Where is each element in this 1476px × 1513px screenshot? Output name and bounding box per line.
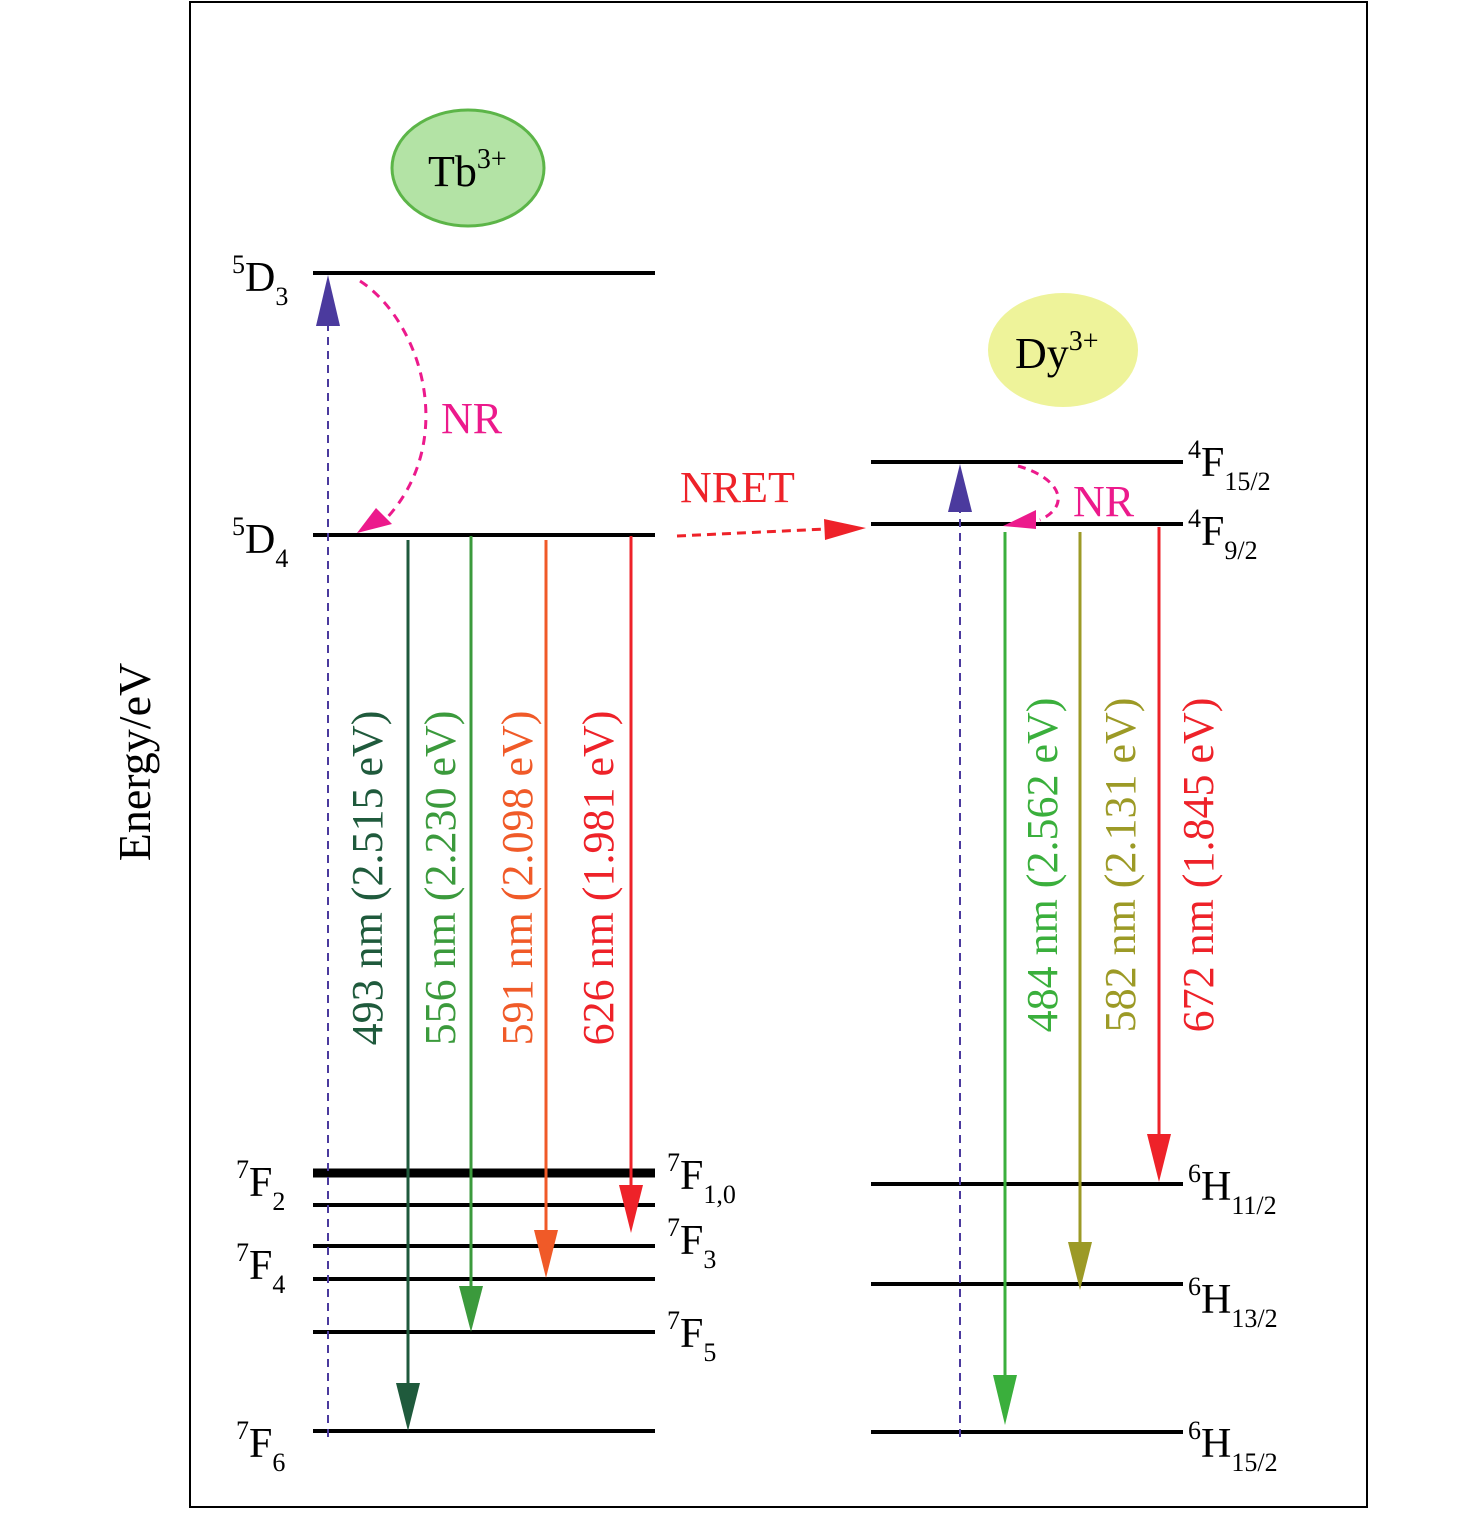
nret-label: NRET	[680, 463, 795, 512]
figure-frame	[189, 1, 1368, 1508]
tb-transition-556	[459, 536, 483, 1332]
tb-transition-label-493: 493 nm (2.515 eV)	[343, 711, 392, 1046]
tb-label-7f2: 7F2	[236, 1155, 285, 1216]
dy-nr-label: NR	[1073, 477, 1135, 526]
tb-label-7f3: 7F3	[667, 1213, 716, 1274]
tb-nr-label: NR	[441, 394, 503, 443]
tb-label-7f5: 7F5	[667, 1306, 716, 1367]
dy-ion-label: Dy3+	[1015, 326, 1099, 378]
dy-excitation-arrow	[948, 464, 972, 1437]
tb-transition-label-626: 626 nm (1.981 eV)	[574, 711, 623, 1046]
dy-label-6h132: 6H13/2	[1188, 1272, 1278, 1333]
dy-transition-label-484: 484 nm (2.562 eV)	[1018, 698, 1067, 1033]
tb-label-7f4: 7F4	[236, 1238, 285, 1299]
dy-transition-672	[1147, 527, 1171, 1182]
tb-ion-label: Tb3+	[428, 144, 507, 196]
dy-ion-ellipse	[988, 293, 1138, 407]
dy-transition-582	[1068, 532, 1092, 1290]
dy-label-6h112: 6H11/2	[1188, 1159, 1277, 1220]
tb-label-7f6: 7F6	[236, 1416, 285, 1477]
tb-label-5d3: 5D3	[232, 250, 288, 311]
tb-transition-493	[396, 540, 420, 1431]
dy-nr-arrow	[1003, 464, 1060, 529]
tb-ion-ellipse	[390, 108, 546, 228]
tb-transition-626	[619, 536, 643, 1233]
dy-transition-label-582: 582 nm (2.131 eV)	[1096, 698, 1145, 1033]
dy-transition-label-672: 672 nm (1.845 eV)	[1174, 698, 1223, 1033]
dy-transition-484	[993, 532, 1017, 1425]
dy-label-6h152: 6H15/2	[1188, 1416, 1278, 1477]
tb-label-7f10: 7F1,0	[667, 1148, 736, 1209]
tb-nr-arrow	[357, 279, 428, 533]
tb-excitation-arrow	[316, 275, 340, 1437]
dy-label-4f92: 4F9/2	[1188, 504, 1258, 565]
y-axis-label: Energy/eV	[109, 663, 160, 861]
tb-levels	[313, 271, 655, 1433]
dy-label-4f152: 4F15/2	[1188, 435, 1271, 496]
nret-arrow	[676, 519, 866, 540]
tb-label-5d4: 5D4	[232, 512, 288, 573]
tb-transition-591	[534, 540, 558, 1278]
tb-transition-label-556: 556 nm (2.230 eV)	[416, 711, 465, 1046]
tb-transition-label-591: 591 nm (2.098 eV)	[493, 711, 542, 1046]
dy-levels	[871, 460, 1183, 1434]
